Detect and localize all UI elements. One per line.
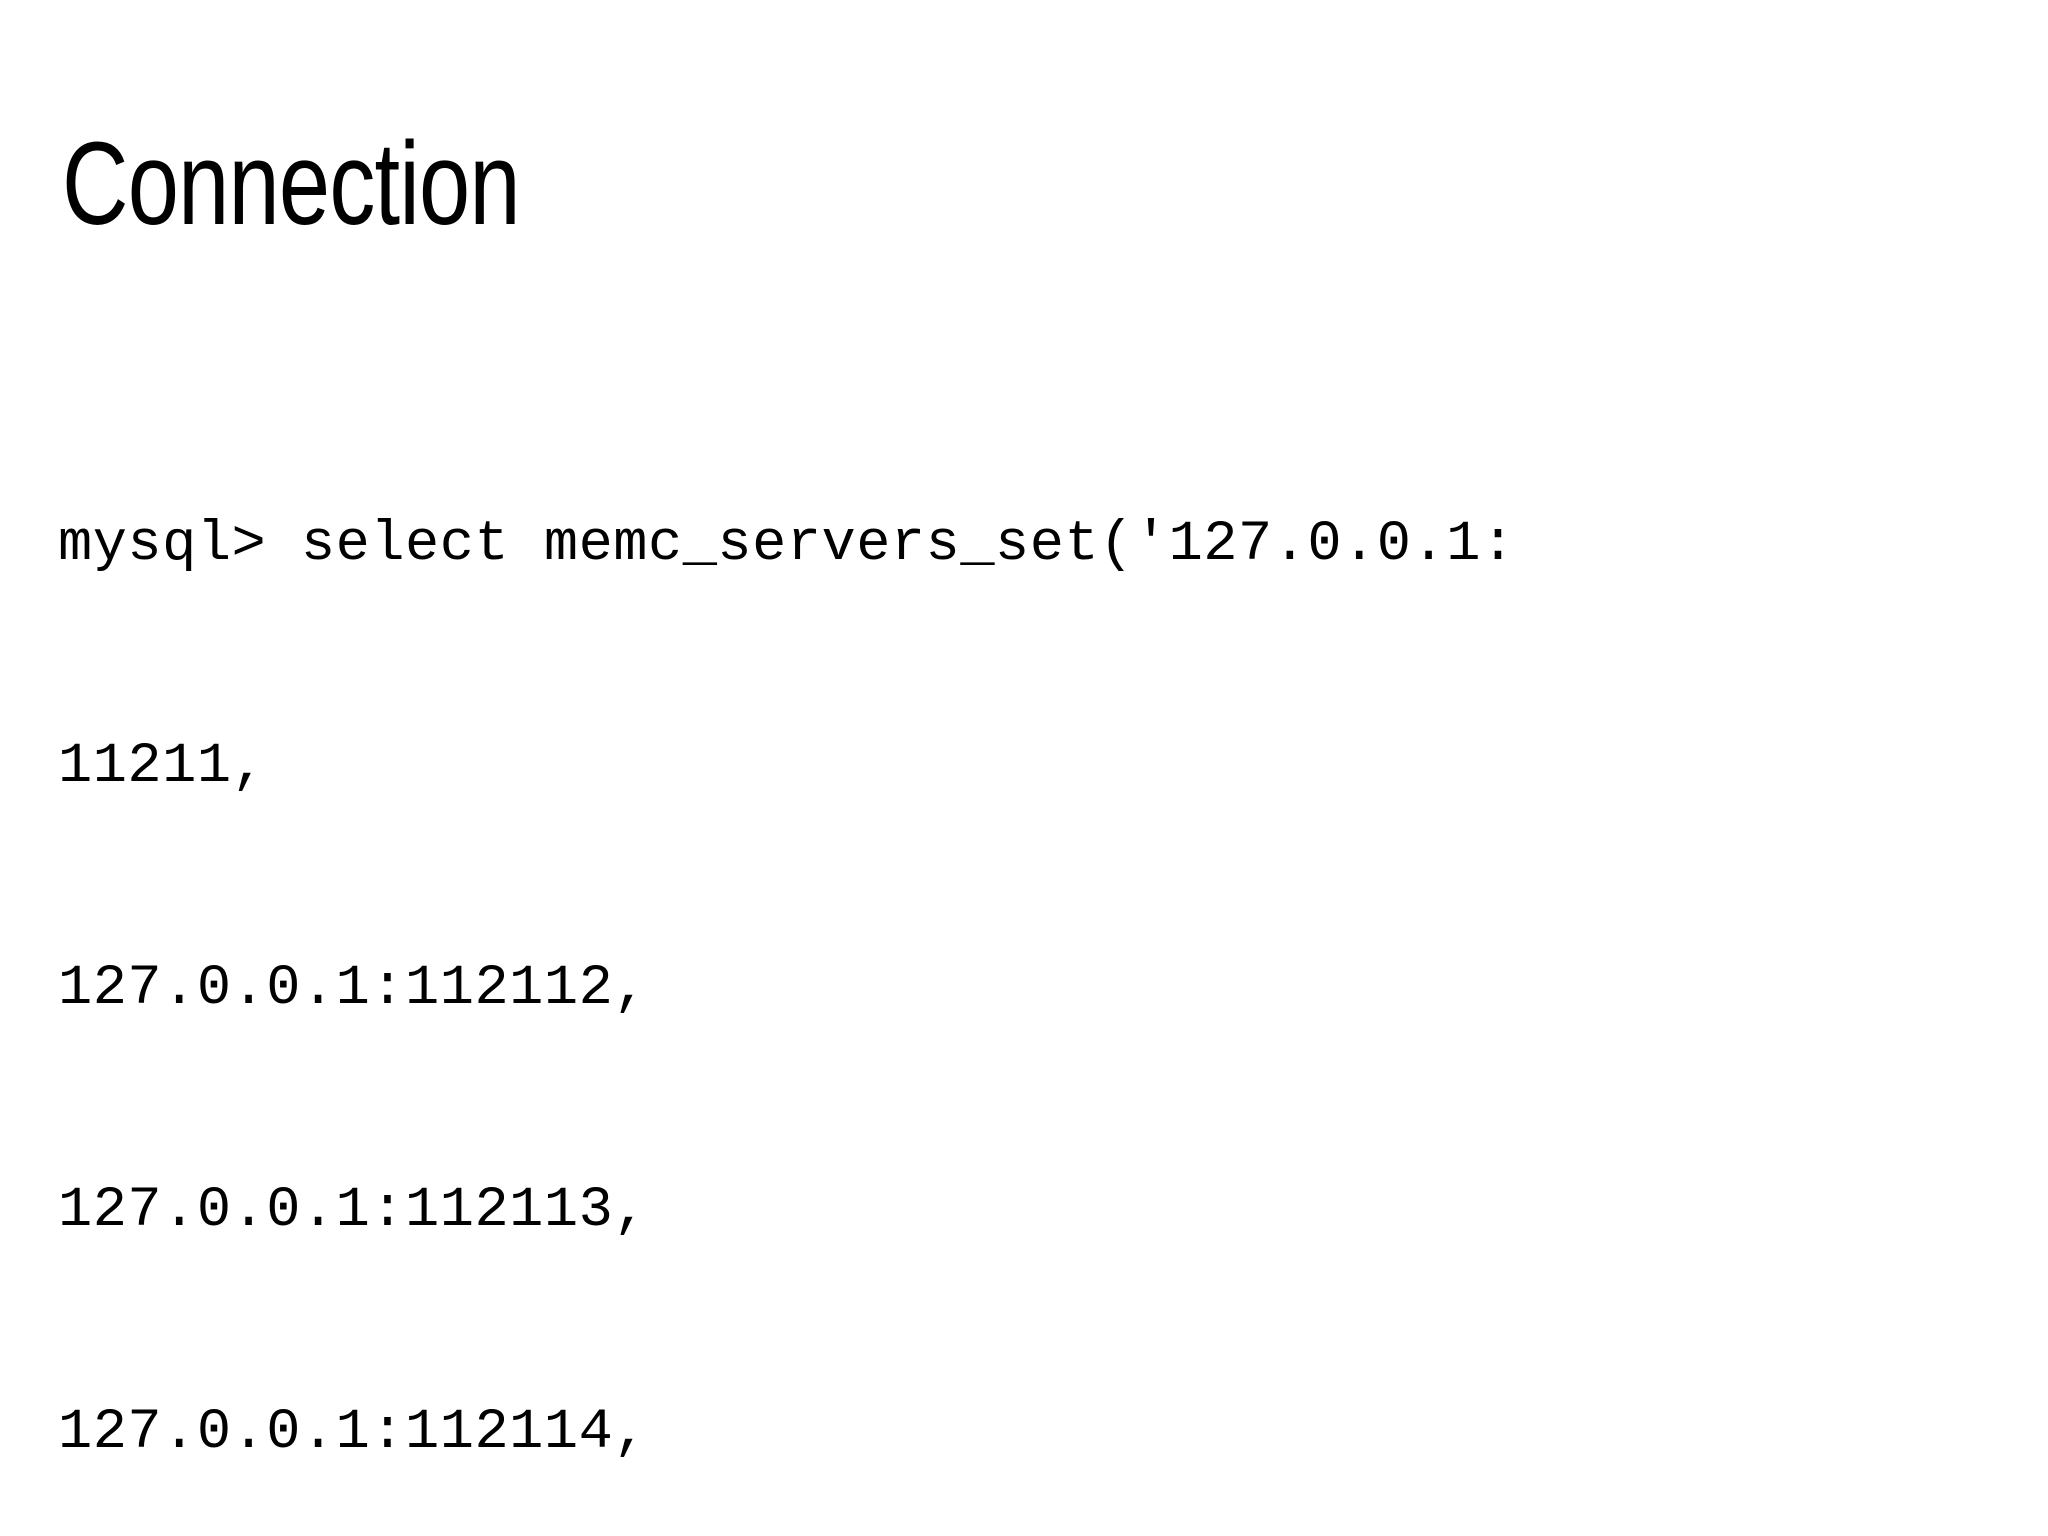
code-line: mysql> select memc_servers_set('127.0.0.… bbox=[58, 513, 1516, 577]
code-line: 127.0.0.1:112113, bbox=[58, 1179, 648, 1243]
page-title: Connection bbox=[62, 118, 521, 251]
code-line: 127.0.0.1:112114, bbox=[58, 1401, 648, 1465]
code-line: 127.0.0.1:112112, bbox=[58, 957, 648, 1021]
code-line: 11211, bbox=[58, 735, 267, 799]
code-block: mysql> select memc_servers_set('127.0.0.… bbox=[58, 360, 1998, 1536]
